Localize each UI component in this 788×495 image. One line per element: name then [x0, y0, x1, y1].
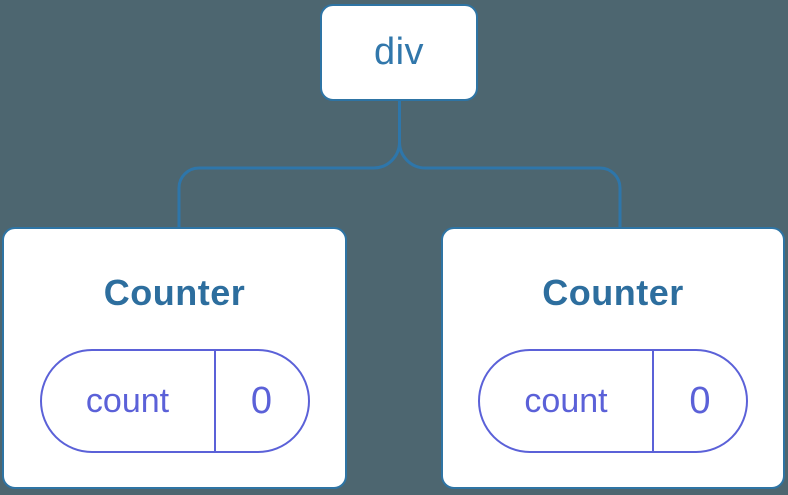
state-value: 0: [689, 379, 711, 422]
state-key: count: [85, 381, 170, 420]
state-pill: count 0: [39, 349, 310, 453]
pill-divider-line: [652, 351, 654, 451]
pill-divider-line: [213, 351, 216, 451]
component-card-right: Counter count 0: [441, 227, 785, 489]
component-title: Counter: [103, 272, 246, 313]
state-value: 0: [250, 379, 273, 422]
root-node-label: div: [373, 31, 425, 73]
state-pill: count 0: [478, 349, 748, 453]
component-card-left: Counter count 0: [2, 227, 347, 489]
root-node: div: [320, 4, 478, 101]
connector-path: [177, 98, 622, 228]
state-key: count: [524, 381, 608, 420]
component-title: Counter: [542, 272, 684, 313]
